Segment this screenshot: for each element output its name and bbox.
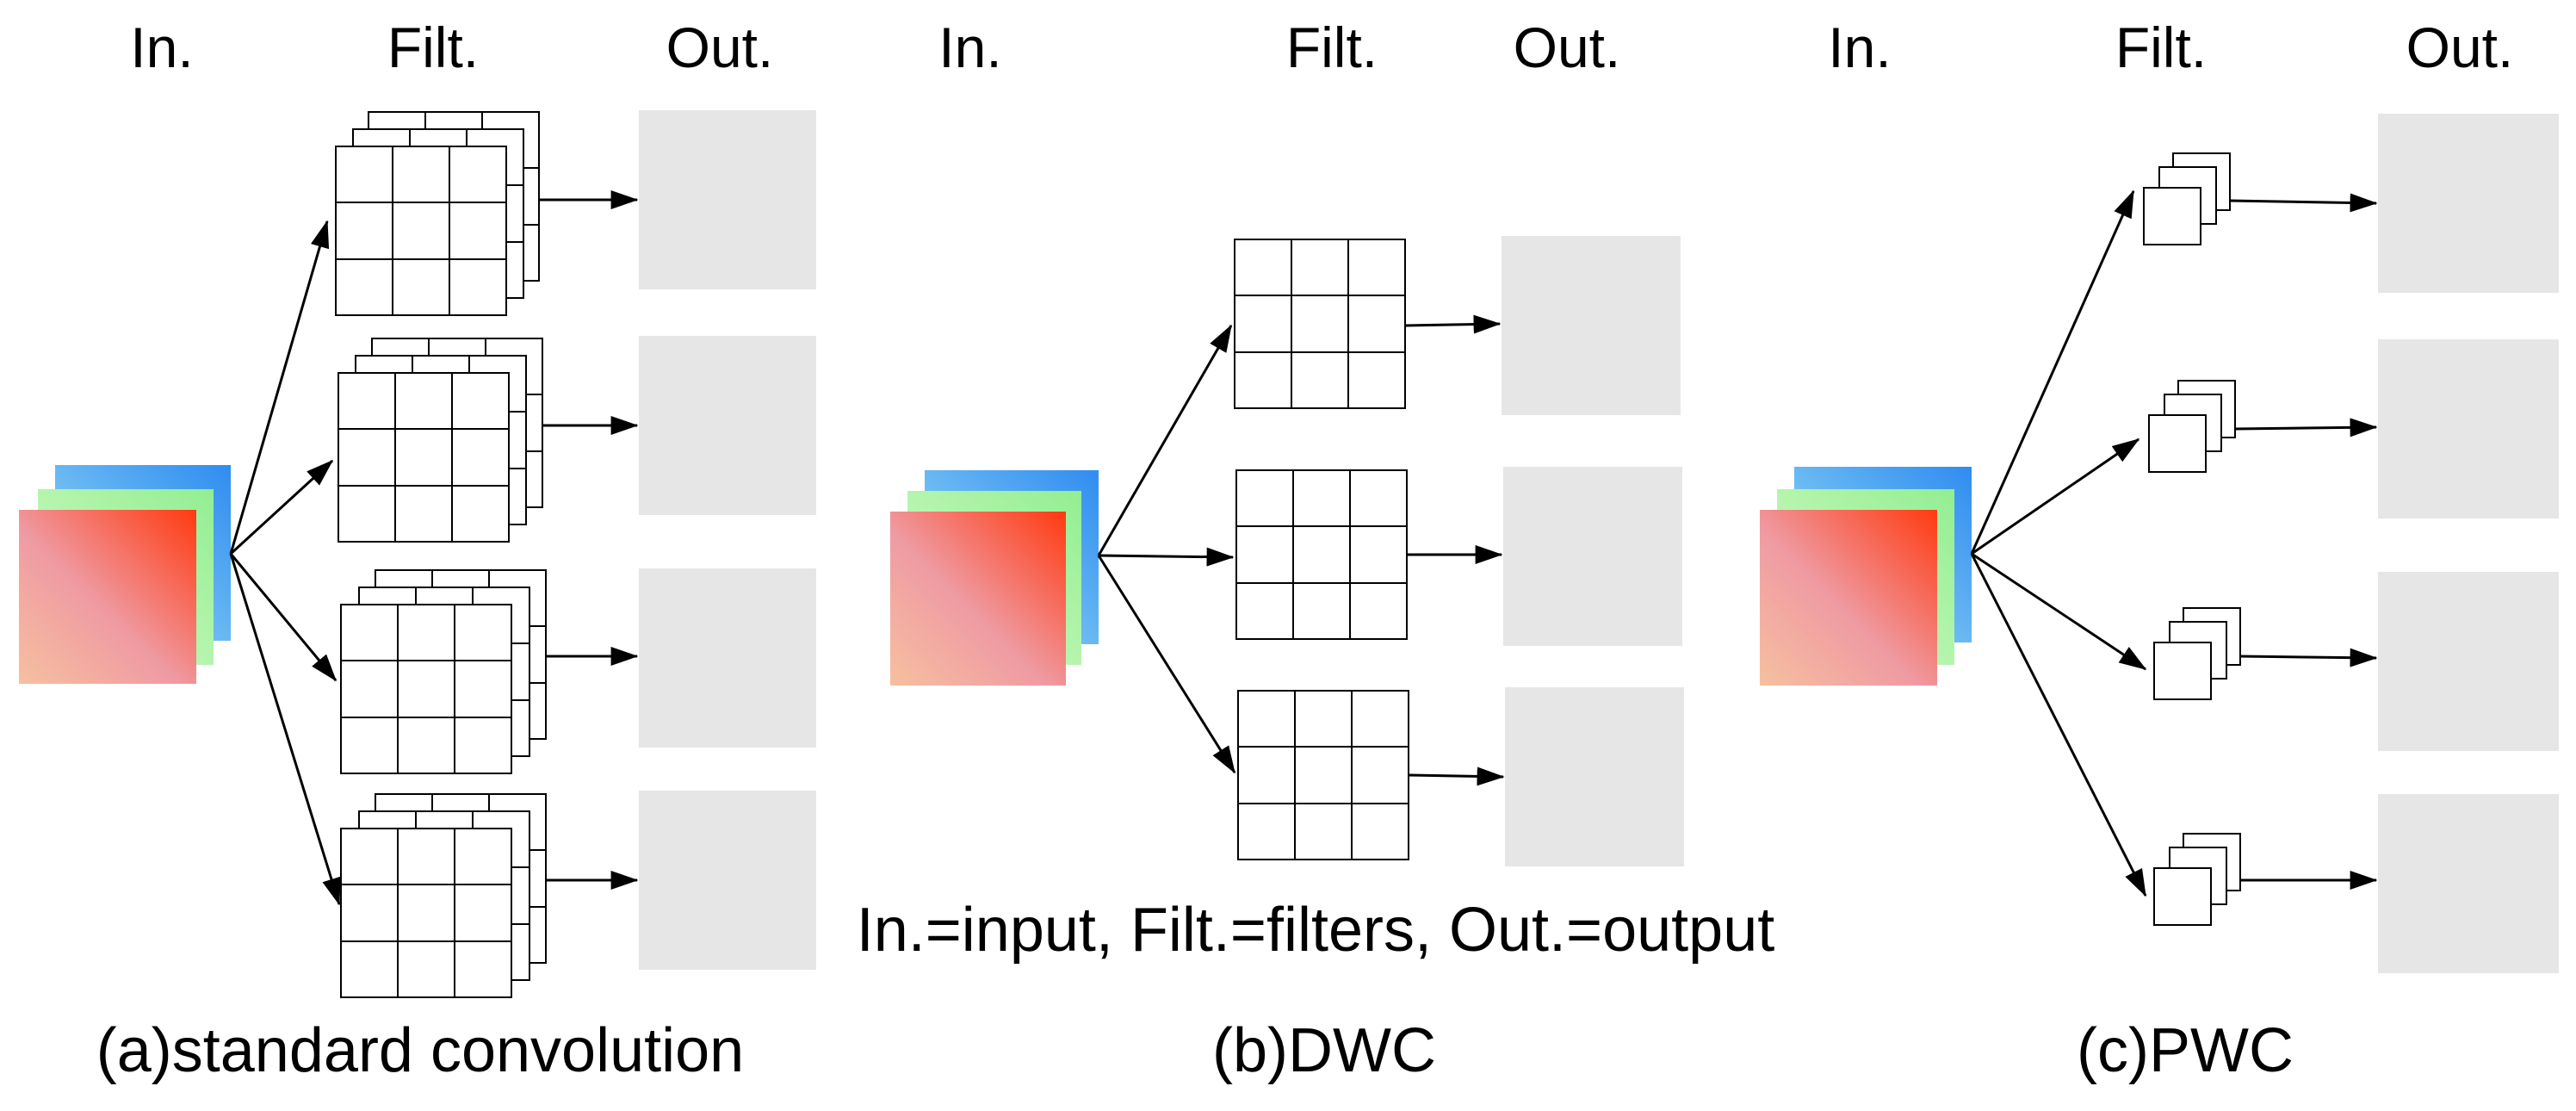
input-to-filter-arrows — [229, 220, 341, 906]
arrow — [229, 553, 337, 682]
header-filters: Filt. — [1286, 16, 1378, 79]
header-filters: Filt. — [387, 16, 479, 79]
filter-stack — [335, 111, 540, 316]
output-block — [639, 568, 816, 748]
output-block — [639, 110, 816, 289]
arrow — [229, 220, 330, 555]
header-output: Out. — [1514, 16, 1621, 79]
panel-b-headers: In. Filt. Out. — [938, 16, 1620, 79]
panel-c-pointwise-convolution: (c)PWC — [1760, 114, 2559, 1085]
filter-to-output-arrows — [1404, 314, 1505, 786]
output-block — [2378, 114, 2559, 293]
input-channel-red — [19, 510, 196, 684]
filter-grid — [340, 604, 512, 774]
panel-c-headers: In. Filt. Out. — [1828, 16, 2513, 79]
input-feature-map — [1760, 467, 1972, 686]
arrow — [1971, 438, 2140, 556]
arrow — [1971, 552, 2147, 671]
arrow — [2239, 648, 2378, 667]
pointwise-filter — [2153, 642, 2212, 700]
arrow — [1098, 547, 1235, 567]
filter-grid — [335, 146, 507, 316]
input-feature-map — [19, 465, 231, 684]
filter-stack — [337, 338, 543, 543]
arrow — [1970, 553, 2147, 897]
pointwise-filter-stack — [2153, 607, 2241, 700]
filter-grid — [340, 828, 512, 998]
arrow — [1097, 324, 1233, 556]
header-input: In. — [1828, 16, 1891, 79]
filter-stack — [340, 569, 547, 774]
arrow — [229, 459, 334, 556]
filter-grid — [1237, 690, 1409, 860]
arrow — [2234, 418, 2378, 438]
abbreviation-legend: In.=input, Filt.=filters, Out.=output — [857, 896, 1775, 965]
header-filters: Filt. — [2115, 16, 2207, 79]
pointwise-filter-stack — [2148, 380, 2236, 473]
pointwise-filter-stack — [2153, 833, 2241, 926]
header-output: Out. — [666, 16, 774, 79]
output-block — [639, 791, 816, 970]
filter-grid — [1234, 239, 1406, 409]
arrow — [1408, 767, 1505, 786]
input-channel-red — [890, 512, 1066, 686]
header-output: Out. — [2406, 16, 2514, 79]
output-block — [639, 336, 816, 515]
output-block — [2378, 572, 2559, 751]
output-block — [1505, 687, 1684, 866]
header-input: In. — [938, 16, 1001, 79]
filter-stack — [340, 793, 547, 998]
arrow — [1970, 189, 2135, 555]
output-block — [2378, 339, 2559, 518]
header-input: In. — [130, 16, 193, 79]
output-blocks — [2378, 114, 2559, 973]
depthwise-filters — [1234, 239, 1409, 860]
output-block — [1503, 467, 1682, 646]
filter-to-output-arrows — [2229, 193, 2378, 890]
panel-a-standard-convolution: (a)standard convolution — [19, 110, 816, 1085]
output-block — [2378, 794, 2559, 973]
pointwise-filter — [2153, 867, 2212, 926]
caption-standard-convolution: (a)standard convolution — [96, 1016, 744, 1085]
pointwise-filter — [2148, 414, 2207, 473]
output-block — [1502, 236, 1681, 415]
input-feature-map — [890, 470, 1099, 686]
arrow — [1404, 314, 1502, 334]
arrow — [1097, 555, 1236, 774]
input-channel-red — [1760, 510, 1937, 686]
pointwise-filter — [2143, 187, 2201, 245]
filter-to-output-arrows — [539, 190, 639, 890]
panel-b-depthwise-convolution: In.=input, Filt.=filters, Out.=output (b… — [857, 236, 1775, 1085]
input-to-filter-arrows — [1097, 324, 1236, 774]
pointwise-filter-stack — [2143, 152, 2231, 245]
caption-pwc: (c)PWC — [2077, 1016, 2294, 1085]
arrow — [229, 553, 341, 906]
arrow — [2229, 193, 2378, 213]
caption-dwc: (b)DWC — [1212, 1016, 1436, 1085]
input-to-filter-arrows — [1970, 189, 2147, 897]
filter-grid — [337, 372, 510, 543]
panel-a-headers: In. Filt. Out. — [130, 16, 773, 79]
filter-grid — [1235, 469, 1408, 640]
output-blocks — [639, 110, 816, 970]
output-blocks — [1502, 236, 1684, 866]
